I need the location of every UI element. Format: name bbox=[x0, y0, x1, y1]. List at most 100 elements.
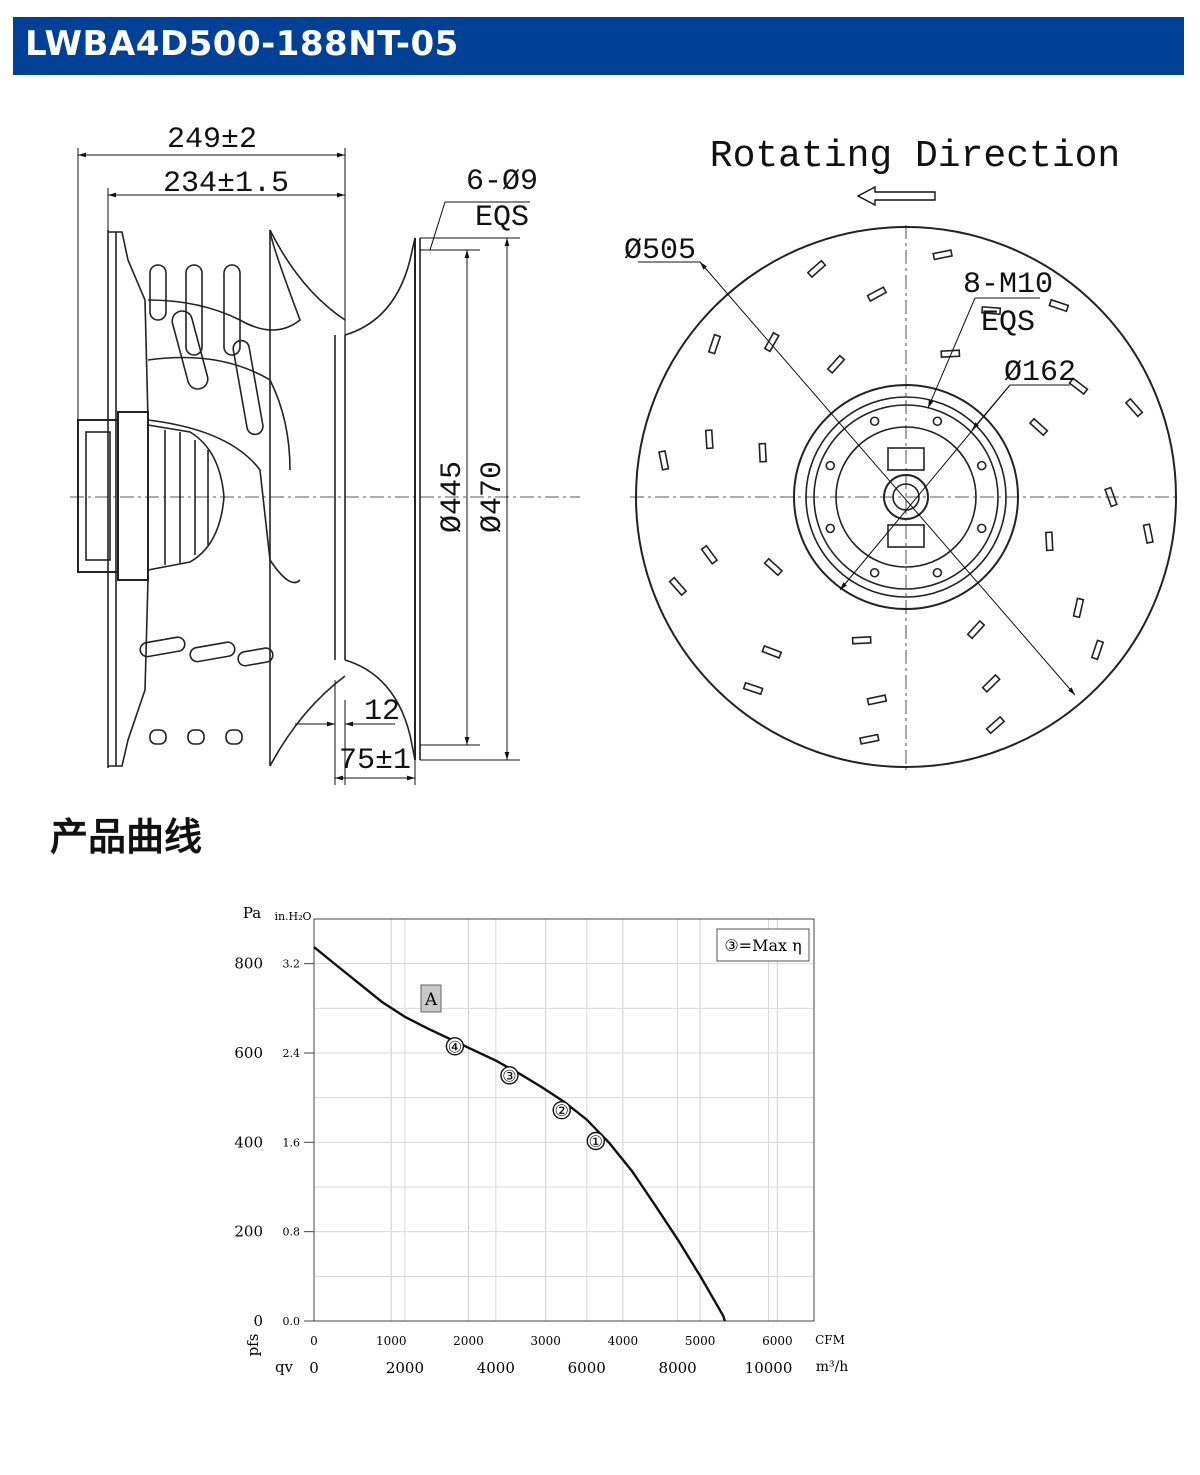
blade-slot bbox=[742, 681, 764, 696]
blade-slot bbox=[763, 557, 784, 577]
section-title-product-curve: 产品曲线 bbox=[50, 815, 203, 859]
y-tick-label-pa: 600 bbox=[234, 1044, 263, 1062]
y-tick-label-inh2o: 2.4 bbox=[283, 1047, 301, 1060]
curve-label: A bbox=[424, 990, 438, 1010]
blade-slot bbox=[707, 333, 722, 355]
front-view-dimensions bbox=[638, 261, 1076, 696]
x-tick-label-m3h: 4000 bbox=[477, 1359, 515, 1377]
x-axis-unit-m3h: m³/h bbox=[816, 1359, 849, 1375]
x-tick-label-m3h: 2000 bbox=[386, 1359, 424, 1377]
bolt-hole bbox=[869, 416, 880, 427]
y-tick-label-inh2o: 0.0 bbox=[283, 1315, 301, 1328]
operating-point-label: ① bbox=[589, 1132, 603, 1151]
blade-slot bbox=[966, 619, 986, 640]
blade-slot bbox=[761, 644, 783, 659]
title-banner: LWBA4D500-188NT-05 bbox=[13, 17, 1184, 75]
x-tick-label-m3h: 10000 bbox=[745, 1359, 793, 1377]
blade-slot bbox=[826, 354, 846, 375]
dim-mount-holes-note: EQS bbox=[475, 201, 529, 235]
x-tick-label-cfm: 6000 bbox=[762, 1334, 793, 1348]
y-tick-label-pa: 400 bbox=[234, 1133, 263, 1151]
blade-slot bbox=[932, 249, 953, 261]
y-tick-label-inh2o: 1.6 bbox=[283, 1136, 301, 1149]
operating-point-marker bbox=[552, 1100, 571, 1120]
blade-slot bbox=[1045, 531, 1054, 552]
legend-max-efficiency: ③=Max η bbox=[724, 936, 801, 955]
dim-hub-diameter: Ø162 bbox=[1004, 356, 1076, 390]
side-view-labels: 249±2 234±1.5 6-Ø9 EQS Ø445 Ø470 12 75±1 bbox=[163, 123, 538, 778]
blade-slot bbox=[700, 544, 719, 565]
blade-slot bbox=[1090, 639, 1105, 661]
blade-slot bbox=[866, 694, 888, 706]
blade-slot bbox=[985, 715, 1006, 735]
operating-point-label: ② bbox=[555, 1101, 569, 1120]
dim-mount-holes: 6-Ø9 bbox=[466, 165, 538, 199]
bolt-hole bbox=[869, 567, 880, 578]
operating-point-label: ④ bbox=[448, 1037, 462, 1056]
bolt-hole bbox=[825, 460, 836, 471]
side-view bbox=[70, 229, 580, 768]
rotating-direction-label: Rotating Direction bbox=[710, 135, 1120, 178]
dim-flange-depth: 75±1 bbox=[339, 744, 411, 778]
blade-slot bbox=[758, 442, 767, 463]
x-tick-label-m3h: 8000 bbox=[659, 1359, 697, 1377]
x-tick-label-m3h: 0 bbox=[309, 1359, 319, 1377]
blade-slot bbox=[1124, 397, 1144, 418]
y-tick-label-pa: 0 bbox=[253, 1312, 263, 1330]
dim-screw-holes: 8-M10 bbox=[963, 268, 1053, 302]
operating-point-marker bbox=[500, 1066, 519, 1085]
bolt-hole bbox=[932, 416, 943, 427]
blade-slot bbox=[763, 331, 780, 353]
x-axis-symbol: qv bbox=[275, 1358, 294, 1376]
operating-point-marker bbox=[445, 1037, 465, 1056]
legend: ③=Max η bbox=[716, 928, 810, 962]
side-view-dimensions bbox=[77, 148, 530, 785]
dim-inlet-diameter: Ø445 bbox=[436, 461, 470, 533]
blade-slot bbox=[1142, 523, 1154, 544]
dim-flange-gap: 12 bbox=[364, 695, 400, 729]
blade-slot bbox=[668, 576, 688, 597]
y-axis-unit-inh2o: in.H₂O bbox=[274, 910, 311, 923]
dim-overall-width: 249±2 bbox=[167, 123, 257, 157]
plot-frame bbox=[313, 918, 815, 1322]
blade-slot bbox=[851, 636, 872, 645]
blade-slot bbox=[866, 286, 888, 303]
rotation-arrow-icon bbox=[856, 185, 936, 207]
x-tick-label-cfm: 5000 bbox=[685, 1334, 716, 1348]
x-tick-label-cfm: 1000 bbox=[376, 1334, 407, 1348]
bolt-hole bbox=[825, 523, 836, 534]
y-axis-symbol: pfs bbox=[244, 1334, 262, 1357]
y-tick-label-pa: 200 bbox=[234, 1223, 263, 1241]
blade-slot bbox=[1028, 417, 1049, 437]
blade-slot bbox=[1072, 597, 1085, 619]
operating-point-label: ③ bbox=[502, 1066, 516, 1085]
x-axis-unit-cfm: CFM bbox=[815, 1333, 845, 1347]
y-tick-label-inh2o: 3.2 bbox=[283, 958, 301, 971]
front-view bbox=[630, 225, 1180, 770]
curve-label-box: A bbox=[420, 984, 442, 1013]
x-tick-label-cfm: 0 bbox=[310, 1334, 318, 1348]
bolt-hole bbox=[976, 523, 987, 534]
y-axis-unit-pa: Pa bbox=[243, 904, 261, 922]
model-title: LWBA4D500-188NT-05 bbox=[25, 24, 459, 64]
blade-slot bbox=[1104, 486, 1118, 508]
x-tick-label-m3h: 6000 bbox=[568, 1359, 606, 1377]
dim-inner-width: 234±1.5 bbox=[163, 167, 289, 201]
operating-point-marker bbox=[586, 1131, 606, 1151]
front-view-labels: Rotating Direction Ø505 8-M10 EQS Ø162 bbox=[624, 135, 1120, 390]
blade-slot bbox=[806, 259, 827, 279]
dim-impeller-diameter: Ø505 bbox=[624, 234, 696, 268]
x-tick-label-cfm: 2000 bbox=[453, 1334, 484, 1348]
bolt-hole bbox=[932, 567, 943, 578]
dim-outer-diameter: Ø470 bbox=[476, 461, 510, 533]
x-tick-label-cfm: 4000 bbox=[608, 1334, 639, 1348]
y-tick-label-pa: 800 bbox=[234, 955, 263, 973]
technical-drawing: 249±2 234±1.5 6-Ø9 EQS Ø445 Ø470 12 75±1 bbox=[70, 123, 1180, 785]
blade-slot bbox=[859, 733, 880, 745]
blade-slot bbox=[658, 450, 670, 471]
y-tick-label-inh2o: 0.8 bbox=[283, 1226, 301, 1239]
bolt-hole bbox=[976, 460, 987, 471]
operating-points: ④ ③ ② ① bbox=[445, 1037, 606, 1151]
